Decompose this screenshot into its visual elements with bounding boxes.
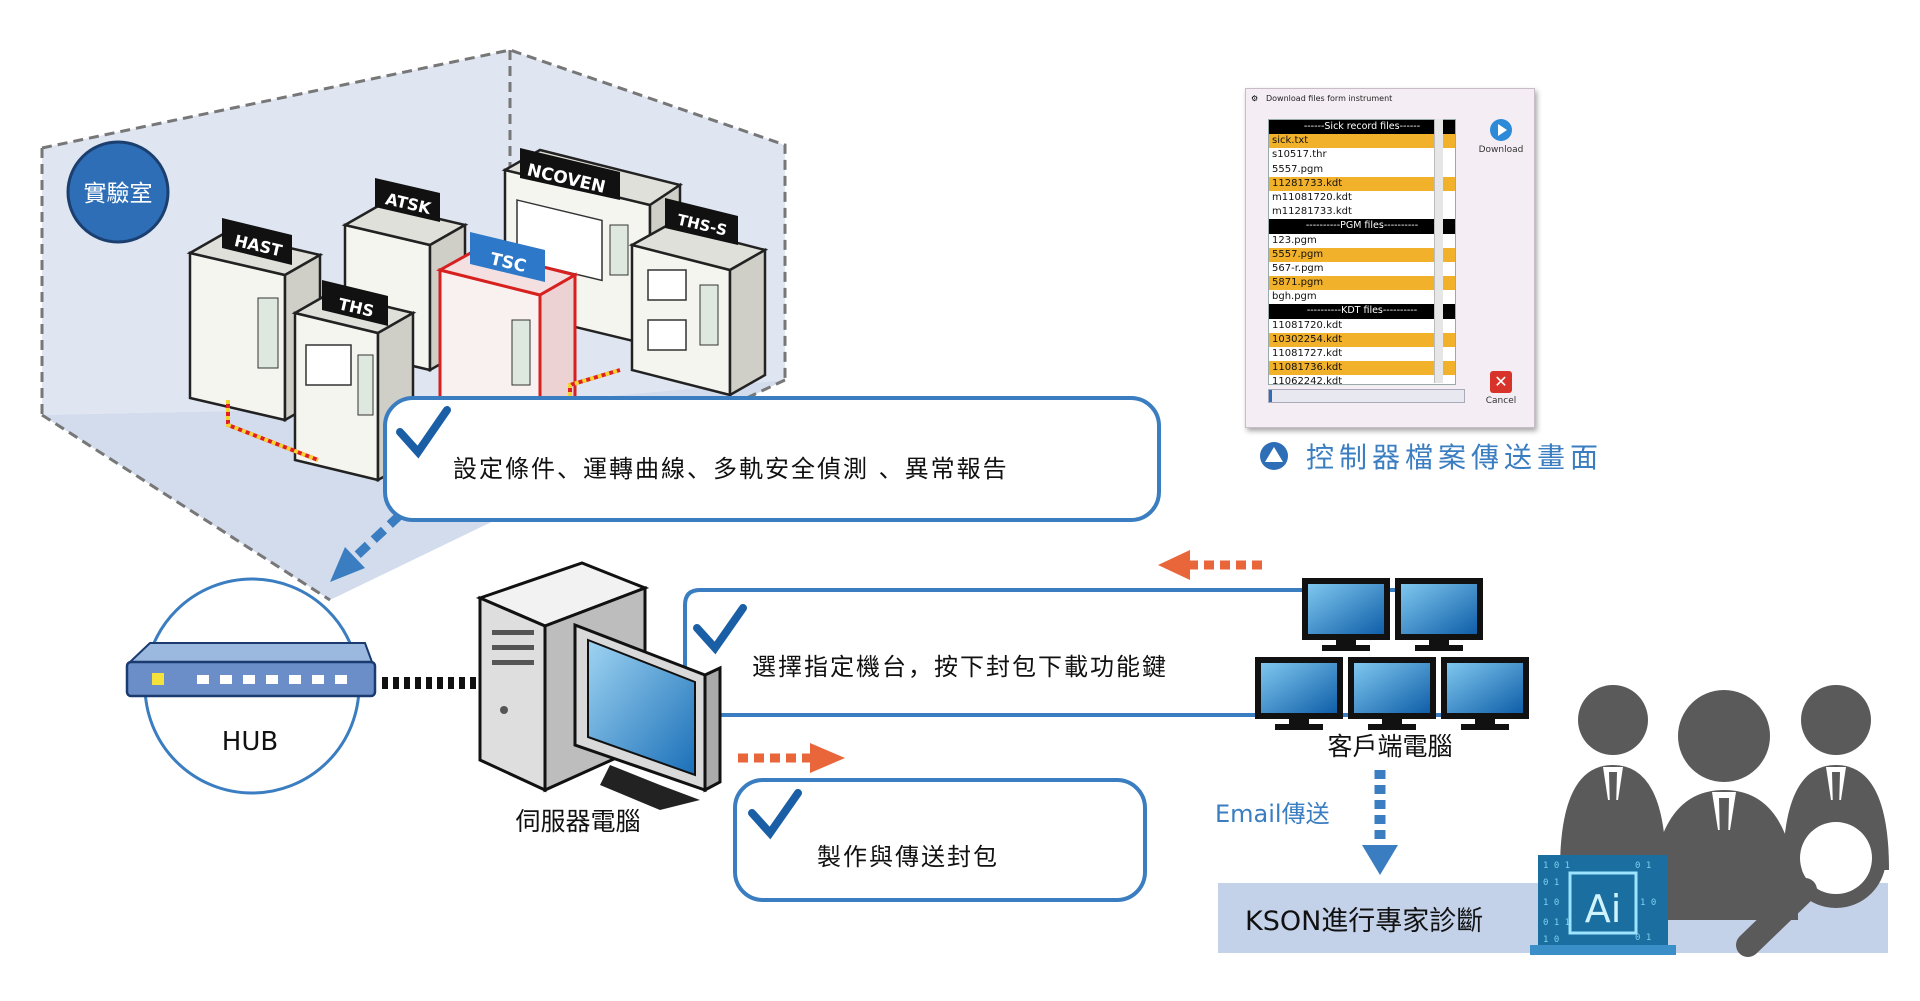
svg-text:0 1: 0 1 — [1635, 933, 1651, 943]
file-list-scrollbar[interactable] — [1434, 119, 1443, 383]
svg-text:1 0: 1 0 — [1640, 898, 1656, 908]
download-label: Download — [1478, 145, 1524, 155]
ai-chip-icon: 1 0 1 0 1 1 0 0 1 1 1 0 0 1 1 0 0 1 Ai — [1530, 855, 1676, 955]
file-group-header: ------Sick record files------ — [1269, 120, 1455, 135]
lab-badge: 實驗室 — [66, 140, 170, 244]
file-item[interactable]: 5557.pgm — [1272, 163, 1324, 175]
monitor-icon — [1302, 578, 1390, 651]
file-item[interactable]: 10302254.kdt — [1269, 332, 1455, 347]
file-item[interactable]: s10517.thr — [1272, 149, 1327, 161]
download-icon — [1490, 119, 1512, 141]
server-computer: 伺服器電腦 — [475, 561, 722, 836]
client-computers: 客戶端電腦 — [1255, 578, 1529, 761]
hub-node: HUB — [125, 577, 377, 795]
file-item[interactable]: 11081720.kdt — [1272, 319, 1343, 331]
lab-label: 實驗室 — [84, 181, 153, 207]
server-label: 伺服器電腦 — [515, 807, 640, 836]
check-icon — [693, 604, 747, 655]
machine-ths-s: THS-S — [628, 198, 769, 398]
file-item[interactable]: m11081720.kdt — [1272, 191, 1352, 203]
client-label: 客戶端電腦 — [1327, 732, 1452, 761]
file-item[interactable]: 567-r.pgm — [1272, 262, 1324, 274]
arrow-lab-to-hub — [330, 511, 404, 582]
dialog-title: Download files form instrument — [1266, 94, 1393, 103]
file-item[interactable]: 11281733.kdt — [1269, 176, 1455, 191]
svg-text:1 0 1: 1 0 1 — [1543, 861, 1570, 871]
file-group-header: ----------KDT files---------- — [1269, 304, 1455, 319]
monitor-icon — [1441, 657, 1529, 730]
file-item[interactable]: 5557.pgm — [1269, 247, 1455, 262]
person-icon — [1650, 690, 1798, 920]
file-item[interactable]: 11062242.kdt — [1272, 376, 1343, 385]
svg-text:0 1 1: 0 1 1 — [1543, 918, 1570, 928]
arrow-email — [1362, 770, 1398, 875]
cancel-label: Cancel — [1485, 396, 1517, 406]
file-item[interactable]: 11081736.kdt — [1269, 361, 1455, 376]
person-icon — [1560, 685, 1666, 870]
email-label: Email傳送 — [1215, 800, 1330, 828]
monitor-icon — [1348, 657, 1436, 730]
file-group-header: ----------PGM files---------- — [1269, 219, 1455, 234]
ai-badge-text: Ai — [1585, 887, 1622, 931]
callout-select-text: 選擇指定機台，按下封包下載功能鍵 — [752, 653, 1168, 681]
check-icon — [396, 406, 451, 459]
file-item[interactable]: sick.txt — [1269, 134, 1455, 149]
callout-conditions-text: 設定條件、運轉曲線、多軌安全偵測 、異常報告 — [453, 455, 1009, 483]
progress-bar — [1268, 389, 1465, 403]
expert-group — [1560, 685, 1889, 957]
arrow-client-to-server — [1158, 550, 1262, 580]
cancel-button[interactable]: ✕ Cancel — [1476, 371, 1526, 406]
callout-make-packet — [733, 778, 1147, 902]
app-icon: ⚙ — [1251, 94, 1259, 103]
svg-text:1 0: 1 0 — [1543, 898, 1559, 908]
download-dialog: ⚙ Download files form instrument ------S… — [1245, 88, 1535, 428]
server-monitor-icon — [573, 622, 722, 810]
kson-label: KSON進行專家診斷 — [1245, 906, 1483, 937]
download-button[interactable]: Download — [1476, 119, 1526, 155]
arrow-server-to-client — [738, 743, 845, 773]
svg-text:0 1: 0 1 — [1635, 861, 1651, 871]
controller-caption-text: 控制器檔案傳送畫面 — [1306, 441, 1603, 474]
file-item[interactable]: 123.pgm — [1272, 234, 1317, 246]
file-item[interactable]: 5871.pgm — [1269, 276, 1455, 291]
file-item[interactable]: m11281733.kdt — [1272, 206, 1352, 218]
monitor-icon — [1255, 657, 1343, 730]
file-item[interactable]: 11081727.kdt — [1272, 348, 1343, 359]
magnifier-icon — [1736, 808, 1886, 957]
svg-text:1 0: 1 0 — [1543, 935, 1559, 945]
hub-label: HUB — [222, 727, 278, 757]
callout-make-packet-text: 製作與傳送封包 — [817, 843, 999, 871]
check-icon — [748, 789, 802, 840]
monitor-icon — [1395, 578, 1483, 651]
controller-caption: 控制器檔案傳送畫面 — [1260, 441, 1603, 474]
callout-conditions — [383, 396, 1161, 522]
hub-icon — [125, 642, 377, 698]
file-item[interactable]: bgh.pgm — [1272, 291, 1317, 303]
machine-tsc: TSC — [435, 232, 579, 433]
cancel-icon: ✕ — [1490, 371, 1512, 393]
svg-text:0 1: 0 1 — [1543, 878, 1559, 888]
